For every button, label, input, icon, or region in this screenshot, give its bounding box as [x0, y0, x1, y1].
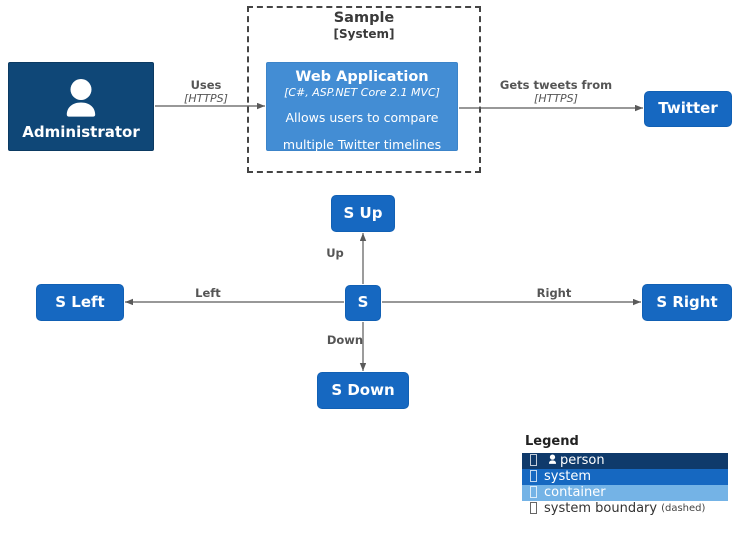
legend-label-system-boundary: system boundary	[544, 501, 658, 517]
system-boundary-type: [System]	[333, 27, 395, 42]
legend-row-container: container	[522, 484, 728, 501]
edge-label-gets-tech: [HTTPS]	[534, 92, 578, 106]
legend-note-dashed: (dashed)	[661, 502, 706, 514]
legend-title: Legend	[525, 434, 579, 449]
edge-label-left-text: Left	[195, 286, 221, 300]
edge-label-uses-text: Uses	[190, 78, 222, 92]
missing-glyph-icon	[530, 454, 544, 467]
node-s-up-title: S Up	[343, 203, 383, 222]
edge-label-up: Up	[310, 246, 360, 260]
missing-glyph-icon	[530, 470, 544, 483]
person-icon	[66, 79, 96, 117]
node-twitter[interactable]: Twitter	[644, 91, 732, 127]
legend-label-container: container	[544, 485, 606, 501]
legend: Legend person system container system bo…	[522, 434, 728, 517]
missing-glyph-icon	[530, 502, 544, 515]
missing-glyph-icon	[530, 486, 544, 499]
node-administrator-title: Administrator	[22, 122, 140, 141]
node-s-down[interactable]: S Down	[317, 372, 409, 409]
node-s[interactable]: S	[345, 285, 381, 321]
node-web-application-tech: [C#, ASP.NET Core 2.1 MVC]	[284, 85, 440, 99]
edge-label-right-text: Right	[536, 286, 572, 300]
node-s-down-title: S Down	[331, 380, 395, 399]
node-s-left[interactable]: S Left	[36, 284, 124, 321]
edge-label-down: Down	[310, 333, 380, 347]
edge-label-left: Left	[170, 286, 246, 300]
legend-label-person: person	[560, 453, 605, 469]
node-administrator[interactable]: Administrator	[8, 62, 154, 151]
node-s-title: S	[357, 293, 369, 312]
node-web-application[interactable]: Web Application [C#, ASP.NET Core 2.1 MV…	[266, 62, 458, 152]
legend-label-system: system	[544, 469, 591, 485]
system-boundary-title: Sample	[333, 10, 395, 26]
node-web-application-desc-line1: Allows users to compare	[285, 110, 439, 126]
legend-row-system: system	[522, 468, 728, 485]
system-boundary	[247, 6, 481, 173]
node-s-left-title: S Left	[55, 292, 105, 311]
edge-label-gets-tweets-from: Gets tweets from [HTTPS]	[485, 78, 627, 106]
node-twitter-title: Twitter	[658, 99, 718, 118]
edge-label-uses: Uses [HTTPS]	[160, 78, 252, 106]
legend-row-person: person	[522, 452, 728, 469]
node-web-application-desc-line2: multiple Twitter timelines	[282, 136, 442, 152]
edge-label-right: Right	[512, 286, 596, 300]
edge-label-up-text: Up	[326, 246, 344, 260]
person-icon	[544, 454, 560, 467]
node-s-up[interactable]: S Up	[331, 195, 395, 232]
node-s-right[interactable]: S Right	[642, 284, 732, 321]
edge-label-gets-text: Gets tweets from	[499, 78, 613, 92]
edge-label-uses-tech: [HTTPS]	[184, 92, 228, 106]
edge-label-down-text: Down	[326, 333, 364, 347]
node-s-right-title: S Right	[656, 292, 718, 311]
node-web-application-title: Web Application	[295, 69, 429, 85]
legend-row-system-boundary: system boundary (dashed)	[522, 501, 728, 517]
system-boundary-label: Sample [System]	[247, 9, 481, 43]
